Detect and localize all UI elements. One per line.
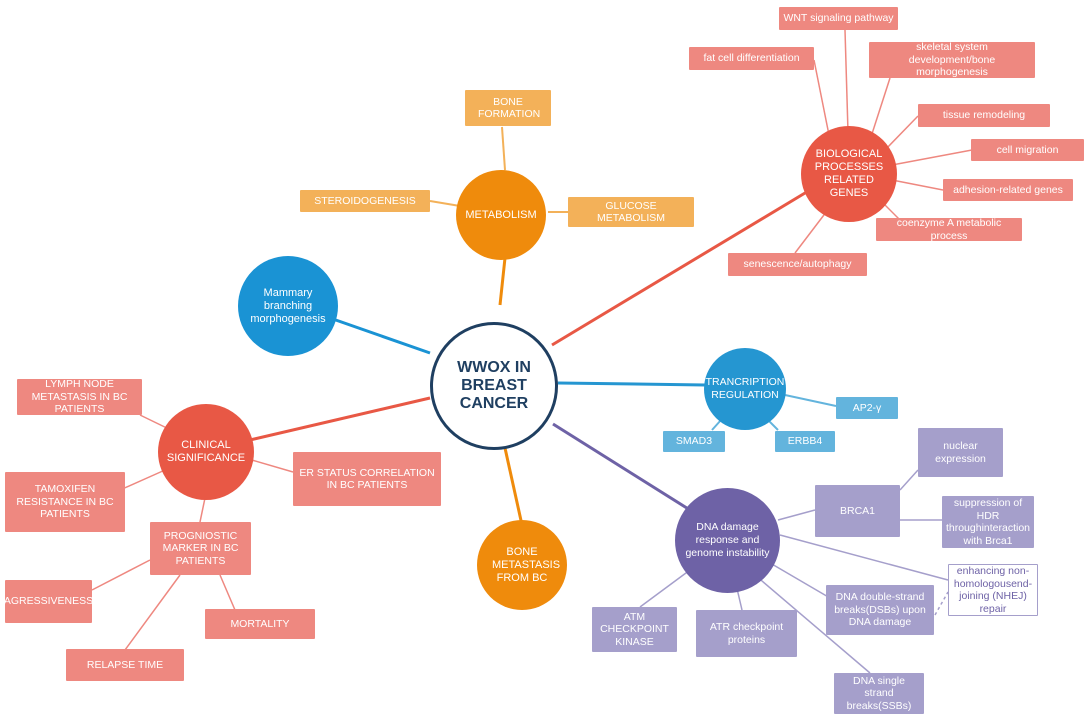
atm-box: ATM CHECKPOINT KINASE [592,607,677,652]
metabolism-node: METABOLISM [456,170,546,260]
prognostic-box: PROGNIOSTIC MARKER IN BC PATIENTS [150,522,251,575]
steroidogenesis-box: STEROIDOGENESIS [300,190,430,212]
transcription-label: TRANCRIPTION REGULATION [705,376,785,401]
glucose-metabolism-box: GLUCOSE METABOLISM [568,197,694,227]
dna-label: DNA damage response and genome instabili… [685,521,770,559]
transcription-node: TRANCRIPTION REGULATION [704,348,786,430]
bone-formation-box: BONE FORMATION [465,90,551,126]
clinical-node: CLINICAL SIGNIFICANCE [158,404,254,500]
tamoxifen-box: TAMOXIFEN RESISTANCE IN BC PATIENTS [5,472,125,532]
wnt-label: WNT signaling pathway [783,12,894,25]
tissue-remodeling-box: tissue remodeling [918,104,1050,127]
hdr-label: suppression of HDR throughinteraction wi… [945,497,1031,547]
lymph-node-box: LYMPH NODE METASTASIS IN BC PATIENTS [17,378,142,416]
mammary-label: Mammary branching morphogenesis [250,286,326,325]
coenzyme-box: coenzyme A metabolic process [876,217,1022,242]
fat-cell-label: fat cell differentiation [703,52,800,65]
mortality-box: MORTALITY [205,609,315,639]
dna-node: DNA damage response and genome instabili… [675,488,780,593]
bone-metastasis-node: BONE METASTASIS FROM BC [477,520,567,610]
dsb-box: DNA double-strand breaks(DSBs) upon DNA … [826,585,934,635]
steroidogenesis-label: STEROIDOGENESIS [314,194,416,207]
atr-label: ATR checkpoint proteins [709,621,784,646]
agressiveness-label: AGRESSIVENESS [3,595,94,608]
adhesion-box: adhesion-related genes [943,179,1073,201]
skeletal-label: skeletal system development/bone morphog… [908,41,996,79]
wnt-box: WNT signaling pathway [779,7,898,30]
clinical-label: CLINICAL SIGNIFICANCE [166,439,246,464]
agressiveness-box: AGRESSIVENESS [3,580,94,623]
tissue-remodeling-label: tissue remodeling [942,109,1026,122]
senescence-box: senescence/autophagy [728,253,867,276]
lymph-node-label: LYMPH NODE METASTASIS IN BC PATIENTS [31,378,128,416]
coenzyme-label: coenzyme A metabolic process [896,217,1002,242]
center-label: WWOX IN BREAST CANCER [457,359,531,412]
er-status-label: ER STATUS CORRELATION IN BC PATIENTS [299,466,435,492]
erbb4-label: ERBB4 [787,435,823,448]
prognostic-label: PROGNIOSTIC MARKER IN BC PATIENTS [162,529,239,567]
bio-processes-node: BIOLOGICAL PROCESSES RELATED GENES [801,126,897,222]
erbb4-box: ERBB4 [775,431,835,452]
brca1-label: BRCA1 [839,504,875,517]
ap2-box: AP2-γ [836,397,898,419]
ssb-label: DNA single strand breaks(SSBs) [846,674,912,712]
relapse-time-label: RELAPSE TIME [86,658,164,671]
nuclear-expression-box: nuclear expression [918,428,1003,477]
smad3-label: SMAD3 [675,435,713,448]
fat-cell-box: fat cell differentiation [689,47,814,70]
ap2-label: AP2-γ [852,401,882,414]
cell-migration-box: cell migration [971,139,1084,161]
atm-label: ATM CHECKPOINT KINASE [600,610,669,648]
adhesion-label: adhesion-related genes [953,183,1063,196]
nhej-label: enhancing non-homologousend-joining (NHE… [953,565,1033,615]
ssb-box: DNA single strand breaks(SSBs) [834,673,924,714]
hdr-box: suppression of HDR throughinteraction wi… [942,496,1034,548]
skeletal-box: skeletal system development/bone morphog… [869,41,1035,79]
brca1-box: BRCA1 [815,485,900,537]
nhej-box: enhancing non-homologousend-joining (NHE… [948,564,1038,616]
metabolism-label: METABOLISM [465,208,537,221]
nuclear-expression-label: nuclear expression [935,440,986,465]
bio-processes-label: BIOLOGICAL PROCESSES RELATED GENES [814,148,884,199]
mammary-node: Mammary branching morphogenesis [238,256,338,356]
bone-formation-label: BONE FORMATION [478,95,541,121]
cell-migration-label: cell migration [996,143,1059,156]
mortality-label: MORTALITY [230,617,290,630]
smad3-box: SMAD3 [663,431,725,452]
dsb-label: DNA double-strand breaks(DSBs) upon DNA … [834,591,926,629]
center-node: WWOX IN BREAST CANCER [430,322,558,450]
tamoxifen-label: TAMOXIFEN RESISTANCE IN BC PATIENTS [16,483,114,521]
relapse-time-box: RELAPSE TIME [66,649,184,681]
senescence-label: senescence/autophagy [743,258,852,271]
bone-metastasis-label: BONE METASTASIS FROM BC [492,545,561,584]
glucose-metabolism-label: GLUCOSE METABOLISM [596,199,666,225]
atr-box: ATR checkpoint proteins [696,610,797,657]
er-status-box: ER STATUS CORRELATION IN BC PATIENTS [293,452,441,506]
